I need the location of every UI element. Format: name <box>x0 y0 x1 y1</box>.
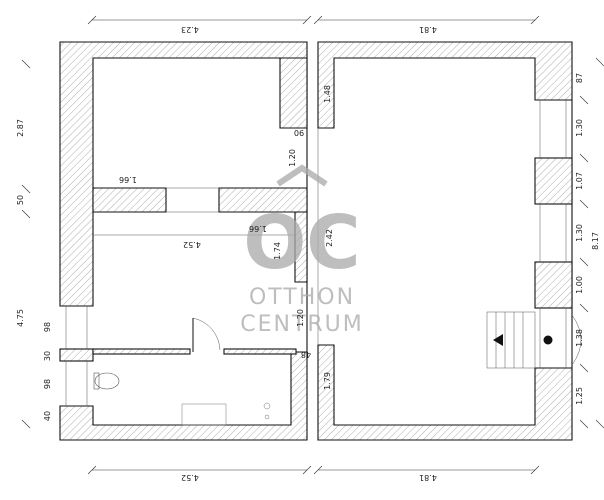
pillar-lower <box>534 261 573 309</box>
bathroom-wall-right <box>223 348 297 355</box>
dim-inner-452: 4.52 <box>183 240 201 249</box>
dim-inner-120b: 1.20 <box>296 309 305 327</box>
dim-inner-48: 48 <box>301 350 311 359</box>
dim-left-d: 98 <box>43 322 52 332</box>
window-lines <box>65 100 567 406</box>
dim-right-e: 1.00 <box>575 276 584 294</box>
dim-bottom-right: 4.81 <box>419 473 437 482</box>
dim-left-f: 98 <box>43 379 52 389</box>
interior-wall-vertical <box>294 211 308 283</box>
stair-dot-icon <box>543 335 553 345</box>
staircase <box>486 311 582 369</box>
dim-inner-179: 1.79 <box>323 372 332 390</box>
bathtub-icon <box>181 403 227 426</box>
watermark-line2: CENTRUM <box>240 312 364 337</box>
dim-left-b: 50 <box>16 195 25 205</box>
dim-left-c: 4.75 <box>16 309 25 327</box>
dim-inner-174: 1.74 <box>273 242 282 260</box>
otthon-centrum-watermark: OC OTTHON CENTRUM <box>240 164 364 337</box>
toilet-icon <box>93 372 120 390</box>
dim-top-right: 4.81 <box>419 25 437 34</box>
interior-wall-left-horizontal <box>92 187 167 213</box>
left-outer-wall <box>59 41 308 441</box>
watermark-logo: OC <box>243 200 360 286</box>
dim-right-c: 1.07 <box>575 172 584 190</box>
dim-top-left: 4.23 <box>181 25 199 34</box>
dim-bottom-left: 4.52 <box>181 473 199 482</box>
dim-right-f: 1.38 <box>575 329 584 347</box>
dim-inner-120a: 1.20 <box>288 149 297 167</box>
helper-lines <box>93 128 319 345</box>
stair-arrow-icon <box>493 334 503 346</box>
bathroom-fixtures <box>93 372 271 426</box>
pillar-upper <box>534 157 573 205</box>
dim-inner-166b: 1.66 <box>249 224 267 233</box>
dim-right-g: 1.25 <box>575 387 584 405</box>
dim-inner-148: 1.48 <box>323 85 332 103</box>
dimension-lines <box>21 15 604 475</box>
dim-left-a: 2.87 <box>16 119 25 137</box>
dim-right-total: 8.17 <box>591 232 600 250</box>
interior-wall-upper <box>279 57 308 129</box>
window-pillars <box>534 157 573 309</box>
dim-right-b: 1.30 <box>575 119 584 137</box>
watermark-line1: OTTHON <box>249 285 355 310</box>
door <box>192 317 221 352</box>
drain-icon <box>263 402 271 410</box>
dim-left-g: 40 <box>43 411 52 421</box>
dim-inner-242: 2.42 <box>325 229 334 247</box>
bathroom-wall-left <box>92 348 191 355</box>
dim-inner-166a: 1.66 <box>119 175 137 184</box>
dim-right-a: 87 <box>575 73 584 83</box>
dim-right-d: 1.30 <box>575 224 584 242</box>
house-roof-icon <box>276 164 328 187</box>
dim-inner-90: 90 <box>294 128 304 137</box>
dim-left-e: 30 <box>43 351 52 361</box>
interior-walls <box>92 57 308 355</box>
left-wall-stub <box>59 348 94 362</box>
